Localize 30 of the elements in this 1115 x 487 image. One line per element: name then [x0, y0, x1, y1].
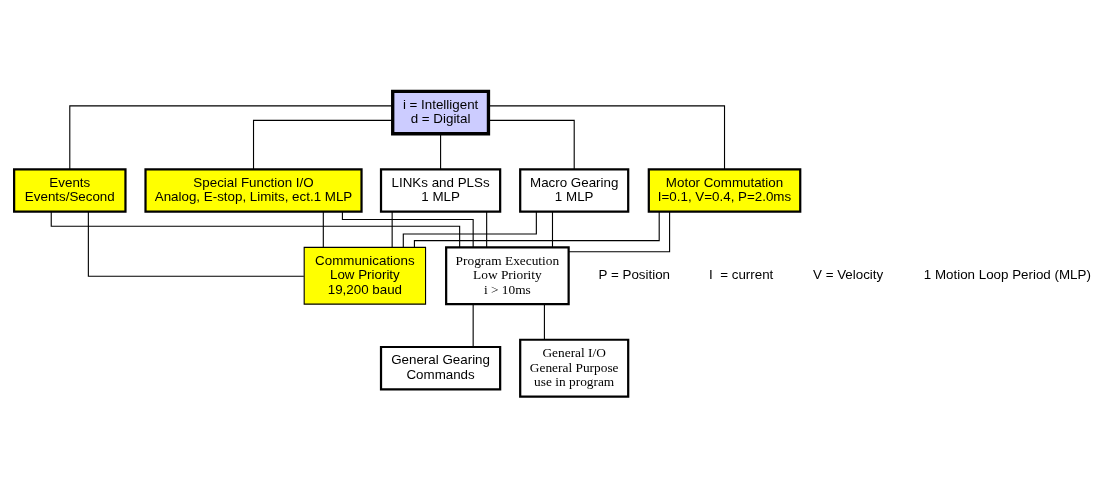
connector — [472, 303, 474, 347]
connector — [488, 104, 726, 170]
node-box: Special Function I/O Analog, E-stop, Limits, ect.1 MLP — [144, 167, 363, 213]
connector — [413, 210, 660, 248]
connector — [543, 303, 545, 340]
connector — [486, 211, 488, 248]
node-box: Communications Low Priority 19,200 baud — [303, 246, 427, 305]
connector — [252, 119, 393, 170]
node-box: LINKs and PLSs 1 MLP — [379, 167, 502, 213]
node-box: Motor Commutation I=0.1, V=0.4, P=2.0ms — [647, 167, 802, 213]
node-box: General I/O General Purpose use in program — [519, 338, 630, 398]
label: I = current — [709, 266, 774, 282]
connector — [551, 211, 554, 248]
node-box: Program Execution Low Priority i > 10ms — [445, 245, 570, 305]
connector — [402, 210, 537, 248]
connector — [568, 210, 671, 252]
node-box: General Gearing Commands — [379, 345, 502, 390]
label: V = Velocity — [813, 266, 884, 282]
label: P = Position — [598, 266, 671, 282]
node-box: Macro Gearing 1 MLP — [519, 167, 630, 213]
connector — [322, 211, 324, 248]
node-box: Events Events/Second — [13, 167, 127, 213]
connector — [341, 210, 474, 248]
connector — [440, 132, 442, 170]
connector — [391, 211, 393, 248]
connector — [488, 119, 575, 170]
label: 1 Motion Loop Period (MLP) — [923, 266, 1091, 282]
connector — [69, 104, 394, 170]
connector — [87, 210, 305, 277]
node-box: i = Intelligent d = Digital — [391, 89, 491, 135]
